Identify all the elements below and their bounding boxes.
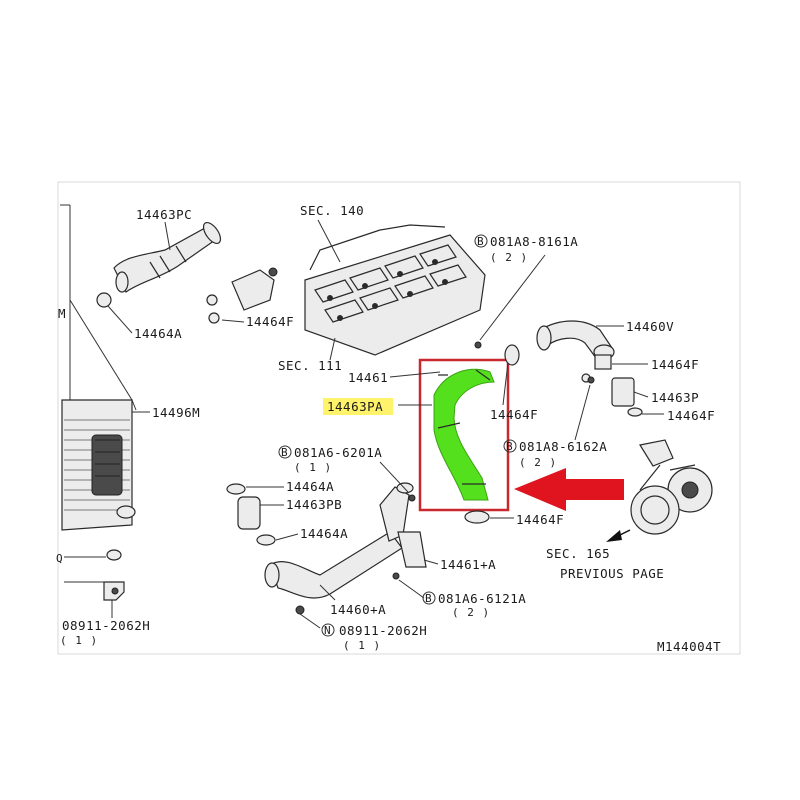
- label-left-m: M: [58, 306, 66, 321]
- circle-n-icon: [321, 623, 335, 637]
- hose-body: [433, 368, 495, 501]
- label-14496M: 14496M: [152, 405, 200, 420]
- circle-b-letter-2: B: [506, 440, 514, 453]
- label-08911-left-qty: ( 1 ): [60, 634, 98, 647]
- label-14464F-r1: 14464F: [651, 357, 699, 372]
- label-08911-bot: 08911-2062H: [339, 623, 427, 638]
- label-081A8-8161A-qty: ( 2 ): [490, 251, 528, 264]
- circle-b-letter: B: [477, 235, 485, 248]
- label-14464A-low: 14464A: [300, 526, 348, 541]
- label-14464F-left: 14464F: [246, 314, 294, 329]
- hose-14463PC-drawing: [96, 221, 222, 308]
- label-14460V: 14460V: [626, 319, 674, 334]
- label-14463P: 14463P: [651, 390, 699, 405]
- circle-b-icon-3: [278, 445, 292, 459]
- highlighted-hose-14463PA: [433, 368, 495, 501]
- circle-b-icon-2: [503, 439, 517, 453]
- circle-n-letter: N: [324, 624, 332, 637]
- pipe-14460V-drawing: [536, 320, 643, 417]
- arrow-prev-icon: [606, 530, 622, 542]
- label-sec140: SEC. 140: [300, 203, 364, 218]
- label-14463PA: 14463PA: [327, 399, 383, 414]
- intercooler-drawing: [60, 204, 137, 531]
- circle-b-icon-4: [422, 591, 436, 605]
- cylinder-head-drawing: [206, 224, 486, 356]
- label-highlight-bg: [323, 398, 393, 415]
- label-081A6-6201A: 081A6-6201A: [294, 445, 382, 460]
- highlight-box: [418, 358, 510, 512]
- label-081A6-6121A: 081A6-6121A: [438, 591, 526, 606]
- label-081A8-6162A: 081A8-6162A: [519, 439, 607, 454]
- label-sec111: SEC. 111: [278, 358, 342, 373]
- label-left-q: Q: [56, 552, 64, 565]
- label-14464A-mid: 14464A: [286, 479, 334, 494]
- label-sec165: SEC. 165: [546, 546, 610, 561]
- label-14463PC: 14463PC: [136, 207, 192, 222]
- label-08911-left: 08911-2062H: [62, 618, 150, 633]
- arrow-left-icon: [514, 468, 624, 511]
- bracket-left: [103, 549, 125, 601]
- label-14464F-mid: 14464F: [490, 407, 538, 422]
- label-081A6-6121A-qty: ( 2 ): [452, 606, 490, 619]
- label-previous-page: PREVIOUS PAGE: [560, 566, 664, 581]
- label-14464F-r2: 14464F: [667, 408, 715, 423]
- circle-b-letter-4: B: [425, 592, 433, 605]
- circle-b-icon: [474, 234, 488, 248]
- label-14461: 14461: [348, 370, 388, 385]
- lower-pipe-drawing: [226, 482, 427, 615]
- label-14464F-bot: 14464F: [516, 512, 564, 527]
- label-08911-bot-qty: ( 1 ): [343, 639, 381, 652]
- diagram-id: M144004T: [657, 639, 721, 654]
- label-081A8-8161A: 081A8-8161A: [490, 234, 578, 249]
- turbocharger-drawing: [630, 439, 713, 535]
- circle-b-letter-3: B: [281, 446, 289, 459]
- label-14460A: 14460+A: [330, 602, 386, 617]
- label-14461A: 14461+A: [440, 557, 496, 572]
- label-14463PB: 14463PB: [286, 497, 342, 512]
- label-081A6-6201A-qty: ( 1 ): [294, 461, 332, 474]
- label-14464A-top: 14464A: [134, 326, 182, 341]
- label-081A8-6162A-qty: ( 2 ): [519, 456, 557, 469]
